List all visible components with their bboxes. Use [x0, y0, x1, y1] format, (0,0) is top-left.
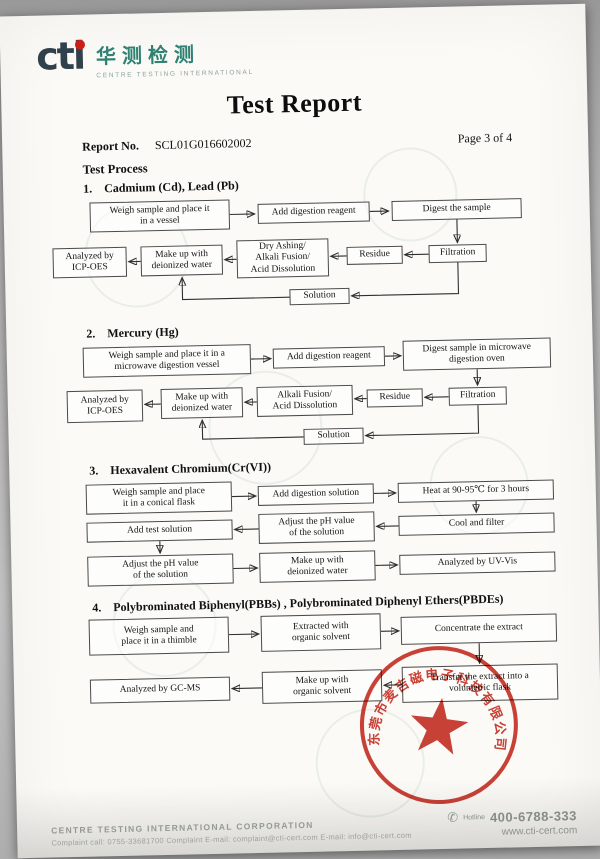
watermark-logo: [315, 707, 426, 818]
footer-hotline: ✆ Hotline 400-6788-333: [447, 807, 577, 826]
flowchart-hexavalent-chromium: Weigh sample and place it in a conical f…: [46, 470, 572, 591]
flow-box-add-digestion-reagent: Add digestion reagent: [273, 346, 385, 368]
footer-right: ✆ Hotline 400-6788-333 www.cti-cert.com: [447, 807, 577, 839]
flow-box-analyzed: Analyzed by ICP-OES: [52, 247, 127, 279]
flow-box-analyzed: Analyzed by GC-MS: [90, 677, 230, 704]
page-footer: CENTRE TESTING INTERNATIONAL CORPORATION…: [51, 807, 578, 847]
flow-box-solution: Solution: [289, 288, 349, 305]
section-name: Mercury (Hg): [107, 325, 179, 342]
flow-box-make-up: Make up with deionized water: [140, 245, 223, 277]
flow-box-adjust-ph: Adjust the pH value of the solution: [258, 511, 375, 544]
flowchart-cadmium-lead: Weigh sample and place it in a vessel Ad…: [39, 188, 565, 317]
flowchart-mercury: Weigh sample and place it in a microwave…: [43, 333, 569, 454]
scanned-paper: cti 华测检测 CENTRE TESTING INTERNATIONAL Te…: [0, 4, 600, 859]
flow-box-make-up: Make up with deionized water: [259, 550, 376, 583]
flow-box-filtration: Filtration: [428, 244, 486, 263]
flow-box-weigh-sample: Weigh sample and place it in a microwave…: [83, 344, 252, 378]
section-number: 2.: [86, 326, 95, 341]
page-title: Test Report: [1, 83, 588, 126]
flow-box-weigh-sample: Weigh sample and place it in a conical f…: [86, 482, 233, 515]
report-no-value: SCL01G016602002: [155, 136, 252, 152]
flow-box-cool-and-filter: Cool and filter: [398, 512, 554, 535]
flow-box-digest-sample: Digest sample in microwave digestion ove…: [403, 338, 552, 371]
flow-box-add-digestion-reagent: Add digestion reagent: [258, 201, 370, 223]
flow-box-dissolution: Alkali Fusion/ Acid Dissolution: [256, 385, 353, 417]
report-number: Report No. SCL01G016602002: [82, 136, 252, 155]
section-name: Cadmium (Cd), Lead (Pb): [104, 178, 239, 196]
report-meta-row: Report No. SCL01G016602002 Page 3 of 4: [82, 130, 512, 154]
phone-icon: ✆: [447, 810, 458, 826]
company-logo: cti 华测检测 CENTRE TESTING INTERNATIONAL: [0, 4, 587, 82]
hotline-number: 400-6788-333: [490, 808, 577, 825]
flow-box-residue: Residue: [367, 388, 423, 407]
flow-box-adjust-ph: Adjust the pH value of the solution: [87, 554, 234, 587]
cti-logo-text: cti: [36, 39, 84, 75]
flow-box-dissolution: Dry Ashing/ Alkali Fusion/ Acid Dissolut…: [236, 238, 329, 278]
logo-chinese-name: 华测检测: [96, 37, 254, 69]
flow-box-weigh-sample: Weigh sample and place it in a vessel: [89, 200, 230, 233]
flow-box-transfer: Transfer the extract into a volumetric f…: [402, 663, 559, 702]
flow-box-weigh-sample: Weigh sample and place it in a thimble: [89, 617, 230, 656]
footer-left: CENTRE TESTING INTERNATIONAL CORPORATION…: [51, 818, 412, 848]
website-url: www.cti-cert.com: [447, 825, 577, 839]
flow-box-digest-sample: Digest the sample: [391, 198, 521, 221]
flow-box-add-test-solution: Add test solution: [86, 520, 232, 543]
flow-box-analyzed: Analyzed by UV-Vis: [399, 551, 555, 574]
section-name: Hexavalent Chromium(Cr(VI)): [110, 460, 271, 479]
logo-red-dot-icon: [75, 40, 85, 50]
flow-box-residue: Residue: [346, 246, 402, 265]
flow-box-add-digestion-solution: Add digestion solution: [258, 483, 374, 506]
flow-box-make-up: Make up with deionized water: [161, 387, 244, 419]
flow-box-extracted: Extracted with organic solvent: [260, 613, 381, 652]
section-number: 4.: [92, 600, 101, 615]
logo-text-block: 华测检测 CENTRE TESTING INTERNATIONAL: [96, 35, 254, 79]
section-number: 1.: [83, 181, 92, 196]
flow-box-heat: Heat at 90-95℃ for 3 hours: [398, 479, 554, 502]
flowchart-pbb-pbde: Weigh sample and place it in a thimble E…: [49, 607, 575, 718]
logo-subtitle: CENTRE TESTING INTERNATIONAL: [96, 69, 254, 79]
flow-box-filtration: Filtration: [449, 386, 507, 405]
flow-box-concentrate: Concentrate the extract: [401, 613, 558, 644]
flow-box-analyzed: Analyzed by ICP-OES: [67, 389, 144, 423]
page-indicator: Page 3 of 4: [458, 130, 513, 146]
scanned-page-background: { "header": { "logo_latin": "cti", "logo…: [0, 10, 600, 859]
flow-box-solution: Solution: [303, 428, 363, 445]
report-no-label: Report No.: [82, 138, 139, 153]
flow-box-make-up: Make up with organic solvent: [262, 669, 383, 704]
hotline-label: Hotline: [463, 814, 485, 821]
section-number: 3.: [89, 463, 98, 478]
